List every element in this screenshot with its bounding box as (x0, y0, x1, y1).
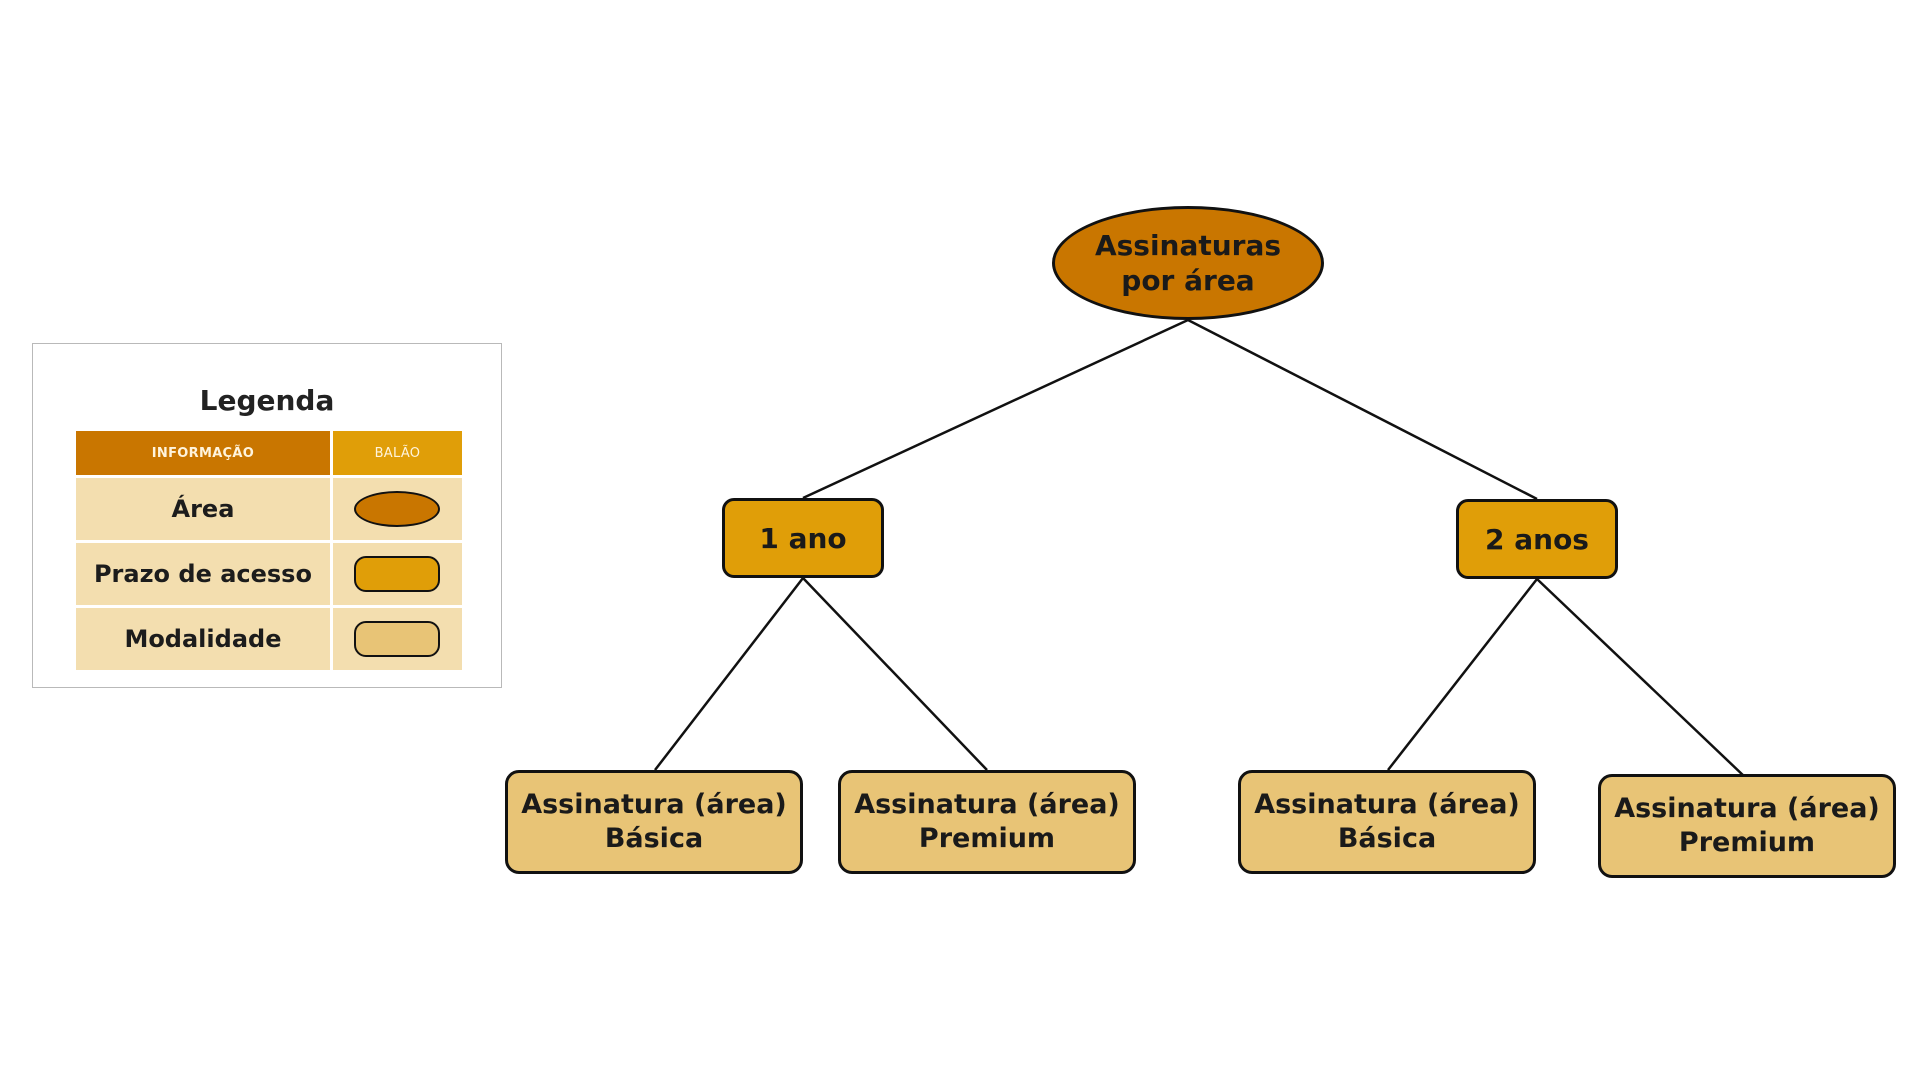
modality-node-2-anos-basica: Assinatura (área) Básica (1238, 770, 1536, 874)
modality-label-line2: Básica (604, 823, 704, 854)
legend-row-area: Área (73, 475, 466, 543)
legend-shape-cell-term (329, 540, 466, 608)
term-node-1-ano: 1 ano (722, 498, 884, 578)
area-node-root: Assinaturas por área (1052, 206, 1324, 320)
modality-label-line1: Assinatura (área) (854, 789, 1120, 821)
modality-label-line1: Assinatura (área) (1254, 789, 1520, 821)
legend-label-area: Área (73, 475, 333, 543)
legend-header-info: INFORMAÇÃO (73, 428, 333, 478)
light-rounded-rectangle-swatch (354, 621, 441, 657)
legend-header-shape: BALÃO (329, 428, 466, 478)
legend-label-modality: Modalidade (73, 605, 333, 673)
legend-shape-cell-area (329, 475, 466, 543)
dark-rounded-rectangle-swatch (354, 556, 441, 592)
term-label: 1 ano (759, 521, 847, 555)
edge-term1-basic (654, 577, 804, 771)
modality-node-2-anos-premium: Assinatura (área) Premium (1598, 774, 1896, 878)
edge-root-term1 (802, 318, 1189, 500)
ellipse-shape-swatch (354, 491, 441, 527)
edge-term1-premium (802, 577, 988, 771)
legend-title: Legenda (199, 384, 335, 417)
modality-node-1-ano-premium: Assinatura (área) Premium (838, 770, 1136, 874)
legend-header-row: INFORMAÇÃO BALÃO (73, 428, 466, 478)
modality-label-line2: Premium (918, 823, 1056, 854)
edge-root-term2 (1187, 318, 1538, 501)
legend-panel: Legenda INFORMAÇÃO BALÃO Área Prazo de a… (32, 343, 502, 688)
term-label: 2 anos (1485, 522, 1589, 556)
legend-shape-cell-modality (329, 605, 466, 673)
modality-label-line2: Básica (1337, 823, 1437, 854)
legend-label-term: Prazo de acesso (73, 540, 333, 608)
modality-label-line2: Premium (1678, 827, 1816, 858)
modality-label-line1: Assinatura (área) (1614, 793, 1880, 825)
term-node-2-anos: 2 anos (1456, 499, 1618, 579)
legend-row-modality: Modalidade (73, 605, 466, 673)
legend-row-term: Prazo de acesso (73, 540, 466, 608)
root-label-line2: por área (1121, 264, 1255, 297)
edge-term2-premium (1536, 578, 1747, 779)
legend-table: INFORMAÇÃO BALÃO Área Prazo de acesso Mo… (73, 428, 466, 673)
modality-node-1-ano-basica: Assinatura (área) Básica (505, 770, 803, 874)
modality-label-line1: Assinatura (área) (521, 789, 787, 821)
root-label-line1: Assinaturas (1094, 229, 1282, 262)
edge-term2-basic (1387, 578, 1538, 771)
